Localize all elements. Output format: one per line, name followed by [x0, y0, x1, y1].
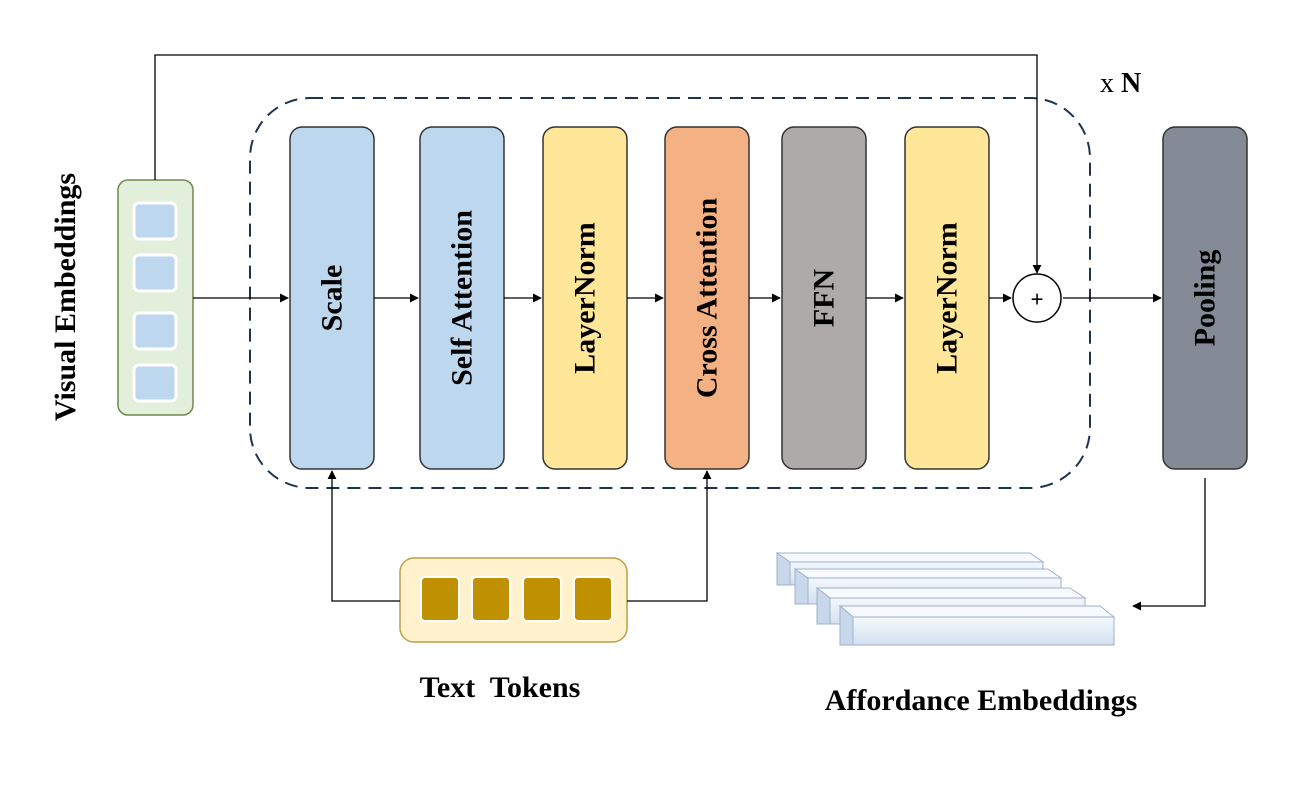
- plus-circle-icon: +: [1012, 273, 1062, 323]
- visual-token: [132, 201, 178, 241]
- block-ffn: FFN: [781, 126, 867, 470]
- svg-text:Self Attention: Self Attention: [446, 210, 479, 386]
- svg-text:Scale: Scale: [316, 265, 349, 332]
- residual-connection: [154, 54, 1042, 274]
- text-token: [573, 576, 613, 622]
- visual-token: [132, 311, 178, 351]
- block-pooling: Pooling: [1162, 126, 1248, 470]
- text-token: [471, 576, 511, 622]
- visual-token: [132, 253, 178, 293]
- arrow-icon: [327, 470, 400, 602]
- block-layernorm-1: LayerNorm: [542, 126, 628, 470]
- repeat-label: x N: [1100, 68, 1141, 99]
- visual-token: [132, 363, 178, 403]
- repeated-layer-region: [249, 97, 1091, 489]
- svg-text:Cross Attention: Cross Attention: [691, 198, 724, 399]
- block-self-attention: Self Attention: [419, 126, 505, 470]
- affordance-embedding-slab: [838, 604, 1116, 646]
- svg-text:+: +: [1031, 287, 1044, 312]
- text-tokens-label: Text Tokens: [420, 671, 581, 704]
- block-cross-attention: Cross Attention: [664, 126, 750, 470]
- block-layernorm-2: LayerNorm: [904, 126, 990, 470]
- arrow-icon: [1132, 478, 1206, 611]
- visual-embeddings-label: Visual Embeddings: [49, 173, 82, 421]
- block-scale: Scale: [289, 126, 375, 470]
- text-token: [522, 576, 562, 622]
- svg-text:LayerNorm: LayerNorm: [569, 222, 602, 374]
- svg-text:FFN: FFN: [808, 269, 841, 328]
- svg-text:Pooling: Pooling: [1189, 250, 1222, 347]
- text-token: [420, 576, 460, 622]
- svg-text:LayerNorm: LayerNorm: [931, 222, 964, 374]
- affordance-embeddings-label: Affordance Embeddings: [825, 684, 1138, 717]
- arrow-icon: [627, 470, 712, 602]
